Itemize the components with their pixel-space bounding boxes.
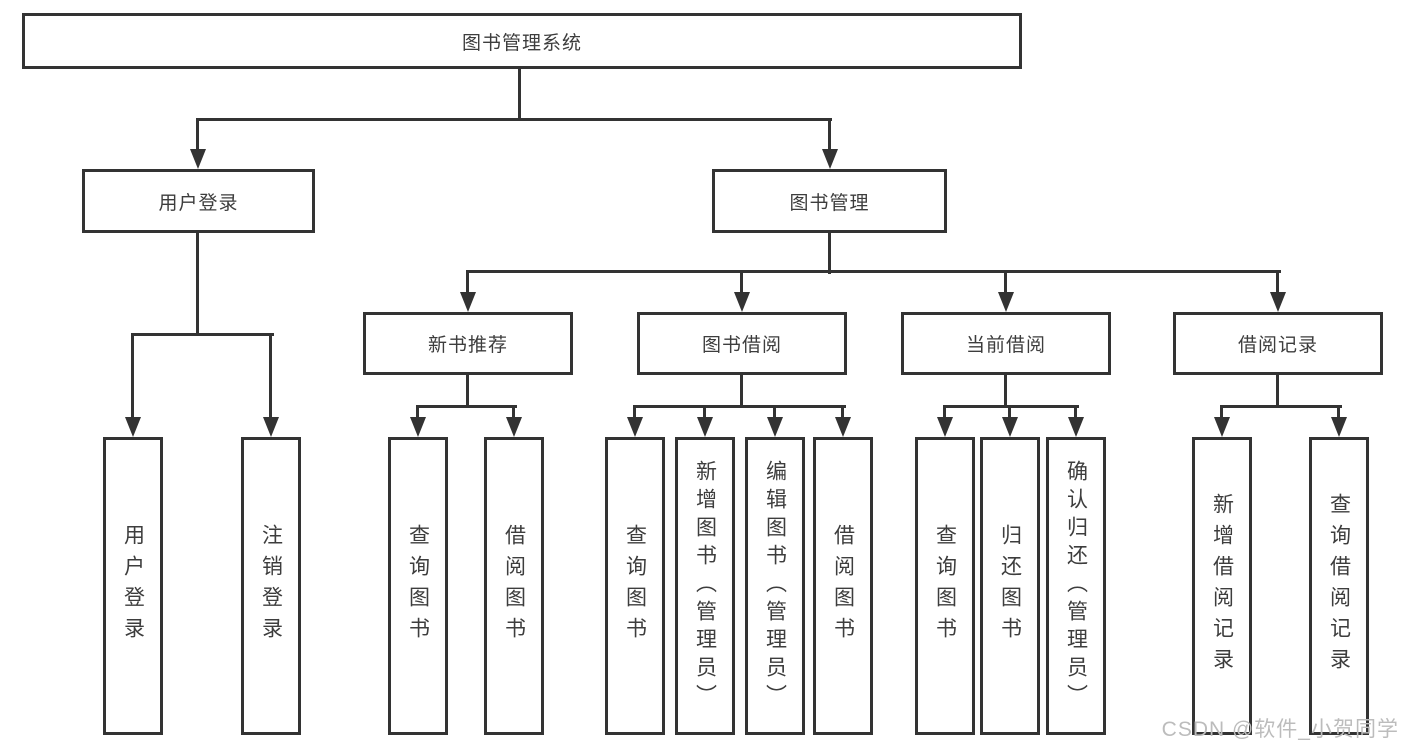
- arrowhead-down: [190, 149, 206, 169]
- connector-line: [131, 333, 274, 336]
- connector-line: [633, 405, 636, 421]
- node-book-borrow: 图书借阅: [637, 312, 847, 375]
- arrowhead-down: [998, 292, 1014, 312]
- arrowhead-down: [125, 417, 141, 437]
- connector-line: [131, 333, 134, 421]
- leaf-edit-books-admin: 编辑图书（管理员）: [745, 437, 805, 735]
- leaf-add-books-admin: 新增图书（管理员）: [675, 437, 735, 735]
- leaf-borrow-books-recommend: 借阅图书: [484, 437, 544, 735]
- connector-line: [828, 232, 831, 274]
- node-root: 图书管理系统: [22, 13, 1022, 69]
- connector-line: [943, 405, 946, 421]
- leaf-logout-login: 注销登录: [241, 437, 301, 735]
- connector-line: [1074, 405, 1077, 421]
- leaf-user-login-label: 用户登录: [121, 524, 145, 648]
- leaf-logout-login-label: 注销登录: [259, 524, 283, 648]
- node-root-label: 图书管理系统: [461, 32, 582, 54]
- leaf-add-borrow-record: 新增借阅记录: [1192, 437, 1252, 735]
- node-borrow-records: 借阅记录: [1173, 312, 1383, 375]
- arrowhead-down: [835, 417, 851, 437]
- arrowhead-down: [822, 149, 838, 169]
- leaf-query-books-borrow: 查询图书: [605, 437, 665, 735]
- node-user-login-label: 用户登录: [158, 192, 239, 214]
- leaf-query-books-recommend-label: 查询图书: [406, 524, 430, 648]
- csdn-watermark: CSDN @软件_小贺同学: [1161, 718, 1399, 741]
- connector-line: [1220, 405, 1342, 408]
- leaf-borrow-books-label: 借阅图书: [831, 524, 855, 648]
- arrowhead-down: [1331, 417, 1347, 437]
- leaf-query-borrow-record: 查询借阅记录: [1309, 437, 1369, 735]
- arrowhead-down: [460, 292, 476, 312]
- leaf-return-books: 归还图书: [980, 437, 1040, 735]
- arrowhead-down: [1214, 417, 1230, 437]
- leaf-query-books-recommend: 查询图书: [388, 437, 448, 735]
- connector-line: [1276, 374, 1279, 408]
- node-book-borrow-label: 图书借阅: [701, 335, 782, 356]
- connector-line: [1276, 270, 1279, 295]
- connector-line: [197, 118, 832, 121]
- arrowhead-down: [1068, 417, 1084, 437]
- connector-line: [416, 405, 517, 408]
- connector-line: [466, 374, 469, 408]
- connector-line: [416, 405, 419, 421]
- node-current-borrow: 当前借阅: [901, 312, 1111, 375]
- connector-line: [196, 118, 199, 152]
- connector-line: [512, 405, 515, 421]
- connector-line: [773, 405, 776, 421]
- arrowhead-down: [937, 417, 953, 437]
- leaf-query-books-borrow-label: 查询图书: [623, 524, 647, 648]
- connector-line: [196, 232, 199, 336]
- connector-line: [1004, 270, 1007, 295]
- node-user-login: 用户登录: [82, 169, 315, 233]
- node-borrow-records-label: 借阅记录: [1237, 335, 1318, 356]
- leaf-query-books-current-label: 查询图书: [933, 524, 957, 648]
- connector-line: [466, 270, 469, 295]
- leaf-edit-books-admin-label: 编辑图书（管理员）: [763, 460, 787, 712]
- arrowhead-down: [697, 417, 713, 437]
- leaf-borrow-books-recommend-label: 借阅图书: [502, 524, 526, 648]
- node-book-management: 图书管理: [712, 169, 947, 233]
- arrowhead-down: [506, 417, 522, 437]
- arrowhead-down: [410, 417, 426, 437]
- arrowhead-down: [767, 417, 783, 437]
- connector-line: [740, 374, 743, 408]
- leaf-add-borrow-record-label: 新增借阅记录: [1210, 493, 1234, 679]
- leaf-query-books-current: 查询图书: [915, 437, 975, 735]
- leaf-borrow-books: 借阅图书: [813, 437, 873, 735]
- leaf-confirm-return-admin: 确认归还（管理员）: [1046, 437, 1106, 735]
- node-book-management-label: 图书管理: [789, 192, 870, 214]
- node-current-borrow-label: 当前借阅: [965, 335, 1046, 356]
- leaf-return-books-label: 归还图书: [998, 524, 1022, 648]
- connector-line: [841, 405, 844, 421]
- connector-line: [1004, 374, 1007, 408]
- arrowhead-down: [734, 292, 750, 312]
- arrowhead-down: [627, 417, 643, 437]
- connector-line: [943, 405, 1079, 408]
- leaf-confirm-return-admin-label: 确认归还（管理员）: [1064, 460, 1088, 712]
- connector-line: [1008, 405, 1011, 421]
- connector-line: [1337, 405, 1340, 421]
- connector-line: [518, 67, 521, 120]
- leaf-query-borrow-record-label: 查询借阅记录: [1327, 493, 1351, 679]
- connector-line: [466, 270, 1281, 273]
- connector-line: [1220, 405, 1223, 421]
- connector-line: [633, 405, 846, 408]
- arrowhead-down: [263, 417, 279, 437]
- leaf-user-login: 用户登录: [103, 437, 163, 735]
- arrowhead-down: [1270, 292, 1286, 312]
- arrowhead-down: [1002, 417, 1018, 437]
- node-new-book-recommend: 新书推荐: [363, 312, 573, 375]
- connector-line: [740, 270, 743, 295]
- connector-line: [269, 333, 272, 421]
- leaf-add-books-admin-label: 新增图书（管理员）: [693, 460, 717, 712]
- node-new-book-recommend-label: 新书推荐: [427, 335, 508, 356]
- connector-line: [703, 405, 706, 421]
- connector-line: [828, 118, 831, 152]
